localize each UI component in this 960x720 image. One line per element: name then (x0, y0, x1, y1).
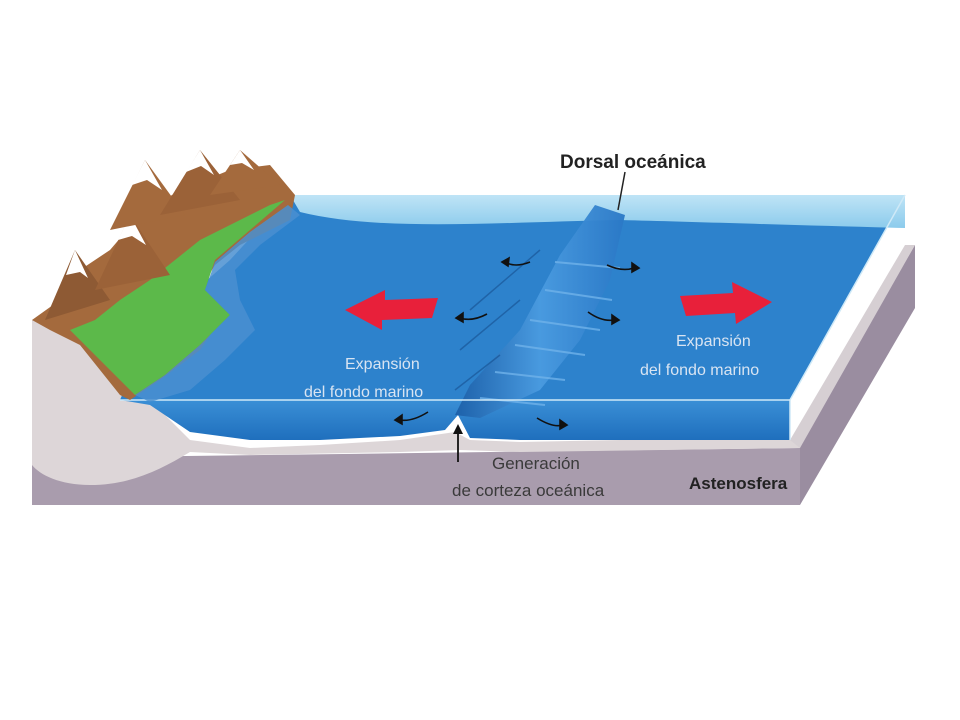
right-spreading-label-line2: del fondo marino (640, 362, 759, 379)
upwelling-arrow (453, 424, 463, 462)
ridge-fractures (479, 261, 621, 406)
continental-crust (32, 320, 800, 485)
asthenosphere-side (800, 245, 915, 505)
ocean-surface (120, 195, 905, 400)
ridge-label: Dorsal oceánica (560, 152, 706, 173)
continental-slope (135, 205, 300, 402)
generation-label-line2: de corteza oceánica (452, 481, 605, 500)
glass-edges (120, 194, 906, 440)
right-spreading-label-line1: Expansión (676, 333, 751, 350)
generation-label-line1: Generación (492, 454, 580, 473)
left-spreading-label-line1: Expansión (345, 356, 420, 373)
mountains (45, 150, 280, 320)
ridge-leader-line (617, 171, 626, 211)
ocean-body (120, 400, 790, 440)
crust-side-strip (790, 245, 915, 448)
left-spreading-arrow (345, 290, 438, 330)
ridge-shadow-lines (454, 249, 541, 391)
asthenosphere-front (32, 448, 800, 505)
ridge (455, 205, 625, 418)
right-spreading-arrow (680, 282, 772, 324)
asthenosphere-label: Astenosfera (689, 474, 788, 493)
flow-arrows (393, 256, 641, 431)
left-spreading-label-line2: del fondo marino (304, 384, 423, 401)
continent-green (70, 200, 285, 395)
